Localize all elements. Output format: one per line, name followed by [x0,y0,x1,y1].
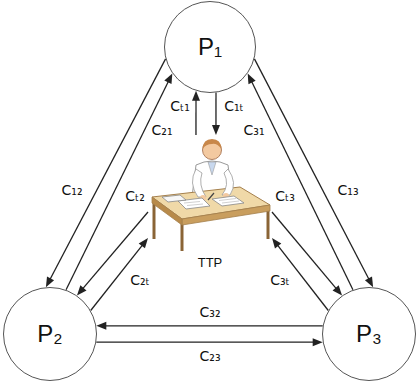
arrow-line [105,325,322,326]
arrow-line [96,342,313,343]
message-arrow [254,59,373,287]
party-circle: P₃ [322,287,416,381]
arrowhead [333,285,342,295]
arrowhead [248,73,256,84]
message-label: C₁ₜ [223,98,245,114]
arrowhead [313,338,323,346]
arrow-line [50,59,165,279]
paper-sheet [162,195,186,202]
paper-line [184,202,200,204]
arrow-line [215,93,216,126]
party-name: P₁ [198,33,222,61]
message-label: C₃₂ [199,304,222,320]
ttp-node: TTP [148,135,272,272]
arrowhead [272,238,281,248]
person-hair [203,139,222,149]
party-name: P₂ [37,320,62,348]
ttp-label: TTP [198,255,223,270]
arrowhead [46,276,54,287]
desk-leg [267,209,270,239]
arrowhead [96,322,106,330]
arrowhead [212,125,220,135]
party-name: P₃ [356,320,382,348]
message-label: C₃₁ [243,122,266,138]
party-circle: P₂ [3,287,97,381]
message-arrow [192,91,200,135]
message-label: C₁₂ [61,182,84,198]
arrowhead [139,238,148,248]
desk-leg [153,201,156,239]
paper-line [219,199,236,201]
desk-leg [181,223,184,251]
ttp-illustration [148,135,272,255]
pen [208,193,214,200]
message-label: C₁₃ [337,182,360,198]
message-arrow [212,93,220,135]
message-arrow [46,59,166,287]
person-arm [222,169,234,195]
person-arm [192,169,206,197]
person-collar [208,162,216,175]
paper-line [187,204,203,206]
paper-sheet [212,196,244,206]
arrowhead [192,91,200,101]
arrowhead [365,276,373,287]
message-label: Cₜ₂ [124,188,146,204]
message-label: C₃ₜ [269,272,291,288]
party-circle: P₁ [164,1,256,93]
message-arrow [96,338,322,346]
paper-line [222,201,239,203]
message-label: C₂ₜ [129,272,151,288]
message-arrow [96,322,322,330]
message-label: C₂₃ [199,348,222,364]
message-label: Cₜ₁ [169,98,191,114]
arrowhead [164,73,172,84]
message-label: C₂₁ [151,122,174,138]
message-label: Cₜ₃ [274,188,296,204]
arrow-line [254,59,369,279]
arrow-line [195,100,196,135]
arrowhead [77,285,87,295]
